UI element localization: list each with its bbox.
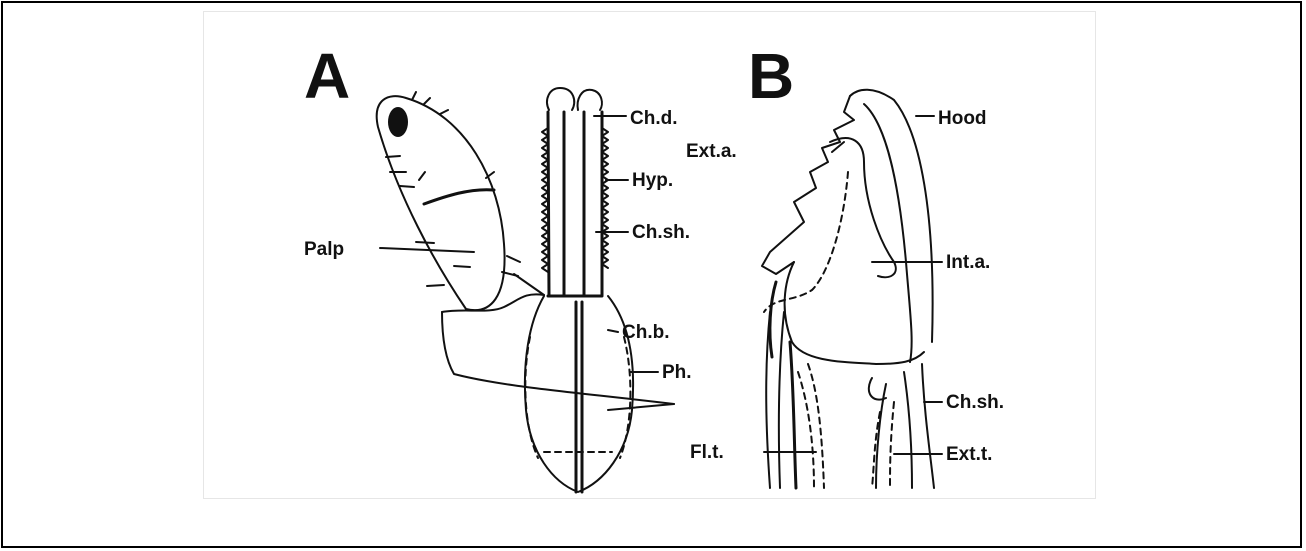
chelicera-diagram: A Ch.d. Hyp. Ch.sh. Palp Ch.b. Ph. B: [204, 12, 1095, 498]
label-ch-b: Ch.b.: [622, 322, 670, 343]
label-hyp: Hyp.: [632, 170, 673, 191]
label-ext-t: Ext.t.: [946, 444, 992, 465]
panel-b-leaders: [764, 116, 942, 454]
label-ch-d: Ch.d.: [630, 108, 678, 129]
label-palp: Palp: [304, 239, 344, 260]
panel-a-letter: A: [304, 40, 350, 112]
ventral-view-drawing: [762, 90, 934, 488]
label-ch-sh-b: Ch.sh.: [946, 392, 1004, 413]
label-fl-t: Fl.t.: [690, 442, 724, 463]
label-ext-a: Ext.a.: [686, 141, 737, 162]
label-ch-sh-a: Ch.sh.: [632, 222, 690, 243]
label-ph: Ph.: [662, 362, 692, 383]
palp-drawing: [377, 92, 520, 310]
panel-a-leaders: [380, 116, 658, 372]
panel-b-letter: B: [748, 40, 794, 112]
label-int-a: Int.a.: [946, 252, 990, 273]
figure-panel: A Ch.d. Hyp. Ch.sh. Palp Ch.b. Ph. B: [204, 12, 1095, 498]
chelicera-shaft-drawing: [542, 88, 608, 296]
label-hood: Hood: [938, 108, 987, 129]
